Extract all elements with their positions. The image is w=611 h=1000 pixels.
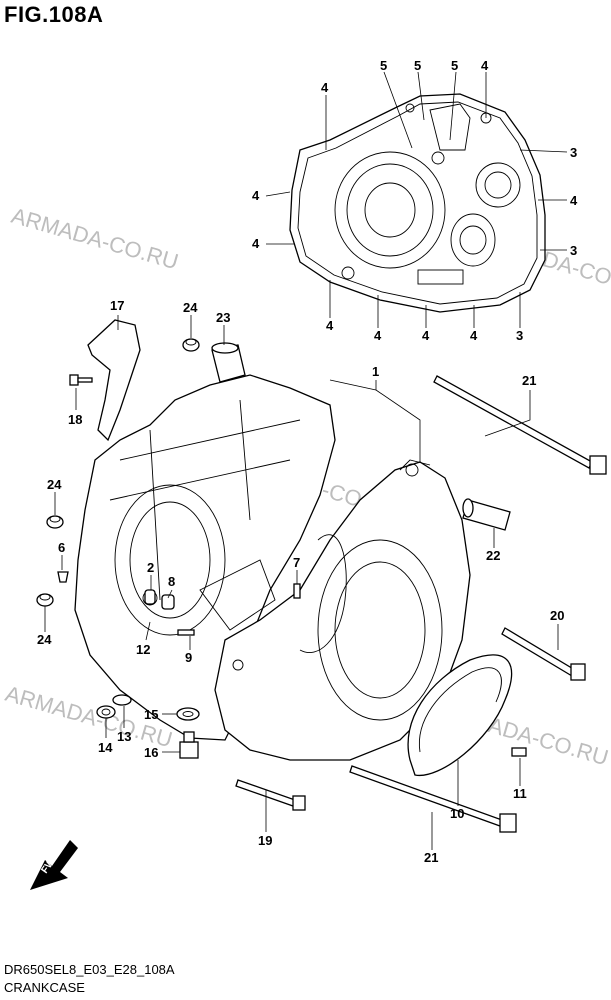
callout-19: 19: [258, 833, 272, 848]
callout-4: 4: [422, 328, 430, 343]
bolt-21: [433, 375, 607, 475]
bushing-22: [462, 498, 511, 531]
dowel-pin-6: [57, 571, 69, 583]
leader-lines: [44, 71, 568, 850]
callout-11: 11: [513, 786, 527, 801]
callout-10: 10: [450, 806, 464, 821]
callout-6: 6: [58, 540, 65, 555]
bolt-18: [69, 374, 93, 386]
bolt-9: [177, 629, 195, 636]
bolt-20: [501, 627, 586, 681]
callout-18: 18: [68, 412, 82, 427]
callout-4: 4: [470, 328, 478, 343]
figure-title: FIG.108A: [4, 2, 104, 27]
diagram-name: CRANKCASE: [4, 980, 85, 995]
callout-3: 3: [570, 145, 577, 160]
fwd-arrow-icon: FWD: [30, 840, 78, 890]
crankcase-right-half: [214, 459, 471, 761]
watermark: ARMADA-CO.RU: [9, 203, 182, 275]
callout-9: 9: [185, 650, 192, 665]
callout-24: 24: [183, 300, 198, 315]
crankcase-left-half: [74, 374, 336, 741]
callout-3: 3: [516, 328, 523, 343]
callout-7: 7: [293, 555, 300, 570]
callout-12: 12: [136, 642, 150, 657]
bolt-11: [511, 747, 527, 757]
dowel-pin-2: [144, 589, 156, 605]
callout-4: 4: [252, 188, 260, 203]
filter-14: [96, 705, 116, 719]
nut-24: [182, 338, 200, 352]
callout-labels: 4 5 5 5 4 3 4 4 4 3 4 4 4 4 3 17 24 23 1…: [37, 58, 578, 865]
callout-21: 21: [522, 373, 536, 388]
callout-17: 17: [110, 298, 124, 313]
callout-21: 21: [424, 850, 438, 865]
callout-2: 2: [147, 560, 154, 575]
callout-24: 24: [47, 477, 62, 492]
callout-4: 4: [570, 193, 578, 208]
callout-4: 4: [252, 236, 260, 251]
diagram-code: DR650SEL8_E03_E28_108A: [4, 962, 175, 977]
callout-3: 3: [570, 243, 577, 258]
callout-23: 23: [216, 310, 230, 325]
callout-4: 4: [326, 318, 334, 333]
plate-10: [407, 654, 513, 776]
callout-5: 5: [451, 58, 458, 73]
nut-24: [36, 593, 54, 607]
callout-22: 22: [486, 548, 500, 563]
callout-16: 16: [144, 745, 158, 760]
callout-1: 1: [372, 364, 379, 379]
bolt-7: [293, 583, 301, 599]
washer-15: [176, 707, 200, 721]
bolt-21: [349, 765, 517, 833]
bolt-19: [235, 779, 306, 811]
callout-20: 20: [550, 608, 564, 623]
callout-5: 5: [380, 58, 387, 73]
callout-14: 14: [98, 740, 113, 755]
callout-15: 15: [144, 707, 158, 722]
callout-24: 24: [37, 632, 52, 647]
o-ring-13: [112, 694, 132, 706]
callout-4: 4: [321, 80, 329, 95]
callout-13: 13: [117, 729, 131, 744]
callout-4: 4: [374, 328, 382, 343]
bushing-23: [211, 342, 246, 383]
crankcase-cover: [289, 93, 546, 313]
plug-16: [179, 731, 199, 759]
callout-4: 4: [481, 58, 489, 73]
dowel-pin-8: [161, 594, 175, 610]
callout-8: 8: [168, 574, 175, 589]
bracket-17: [87, 319, 141, 442]
nut-24: [46, 515, 64, 529]
callout-5: 5: [414, 58, 421, 73]
